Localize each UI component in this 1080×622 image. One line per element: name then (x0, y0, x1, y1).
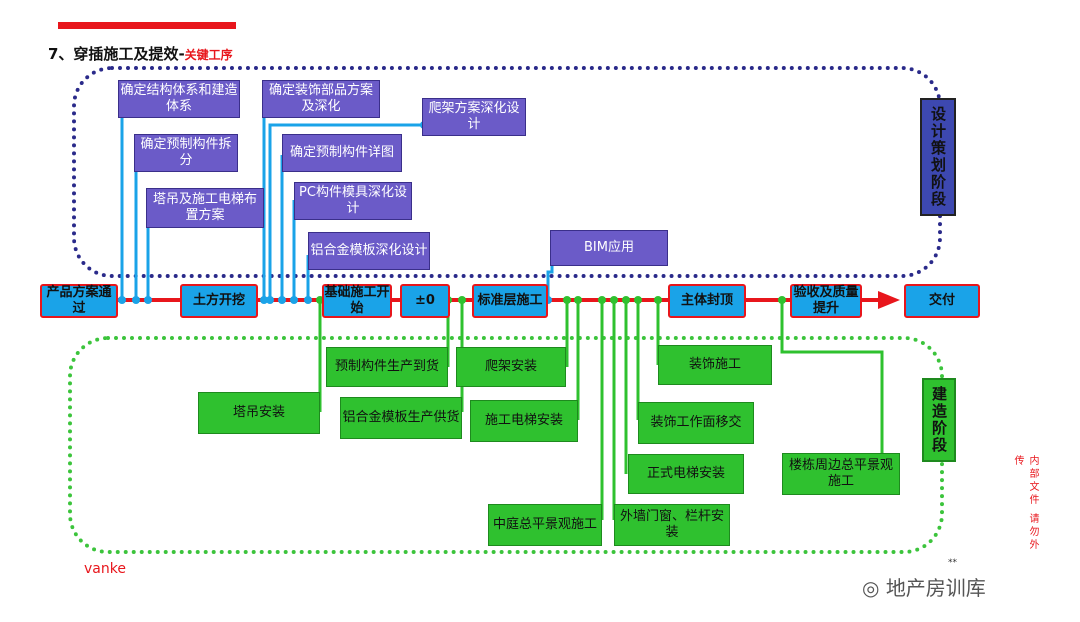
task-elevator-install: 施工电梯安装 (470, 400, 578, 442)
task-crane-layout: 塔吊及施工电梯布置方案 (146, 188, 264, 228)
milestone-topping-out: 主体封顶 (668, 284, 746, 318)
task-bim: BIM应用 (550, 230, 668, 266)
task-official-elevator: 正式电梯安装 (628, 454, 744, 494)
milestone-zero-level: ±0 (400, 284, 450, 318)
task-facade-windows: 外墙门窗、栏杆安装 (614, 504, 730, 546)
page-number: ** (948, 558, 957, 568)
stage-label-design: 设计策划阶段 (920, 98, 956, 216)
milestone-standard-floor: 标准层施工 (472, 284, 548, 318)
task-structure-system: 确定结构体系和建造体系 (118, 80, 240, 118)
design-dots (118, 121, 552, 304)
milestone-earthwork: 土方开挖 (180, 284, 258, 318)
build-connectors (318, 300, 884, 520)
timeline-arrow (878, 291, 900, 309)
watermark-text: 地产房训库 (885, 576, 986, 600)
task-climbing-frame: 爬架方案深化设计 (422, 98, 526, 136)
task-crane-install: 塔吊安装 (198, 392, 320, 434)
task-aluminum-formwork: 铝合金模板深化设计 (308, 232, 430, 270)
milestone-delivery: 交付 (904, 284, 980, 318)
task-courtyard-landscape: 中庭总平景观施工 (488, 504, 602, 546)
task-formwork-supply: 铝合金模板生产供货 (340, 397, 462, 439)
watermark: ◎ 地产房训库 (862, 572, 986, 601)
title-subtitle: 关键工序 (184, 48, 233, 62)
brand-logo: vanke (84, 561, 126, 577)
milestone-acceptance: 验收及质量提升 (790, 284, 862, 318)
task-prefab-split: 确定预制构件拆分 (134, 134, 238, 172)
task-climbing-install: 爬架安装 (456, 347, 566, 387)
title-main: 7、穿插施工及提效- (48, 45, 185, 63)
task-prefab-delivery: 预制构件生产到货 (326, 347, 448, 387)
internal-note: 内部文件 请勿外传 (1012, 455, 1038, 553)
task-pc-mold: PC构件模具深化设计 (294, 182, 412, 220)
milestone-product-plan: 产品方案通过 (40, 284, 118, 318)
task-building-landscape: 楼栋周边总平景观施工 (782, 453, 900, 495)
task-prefab-detail: 确定预制构件详图 (282, 134, 402, 172)
page-title: 7、穿插施工及提效-关键工序 (48, 43, 233, 64)
stage-label-build: 建造阶段 (922, 378, 956, 462)
wechat-icon: ◎ (862, 576, 880, 600)
title-accent-bar (58, 22, 236, 29)
task-decor-handover: 装饰工作面移交 (638, 402, 754, 444)
task-decoration: 装饰施工 (658, 345, 772, 385)
task-decor-parts: 确定装饰部品方案及深化 (262, 80, 380, 118)
milestone-foundation: 基础施工开始 (322, 284, 392, 318)
